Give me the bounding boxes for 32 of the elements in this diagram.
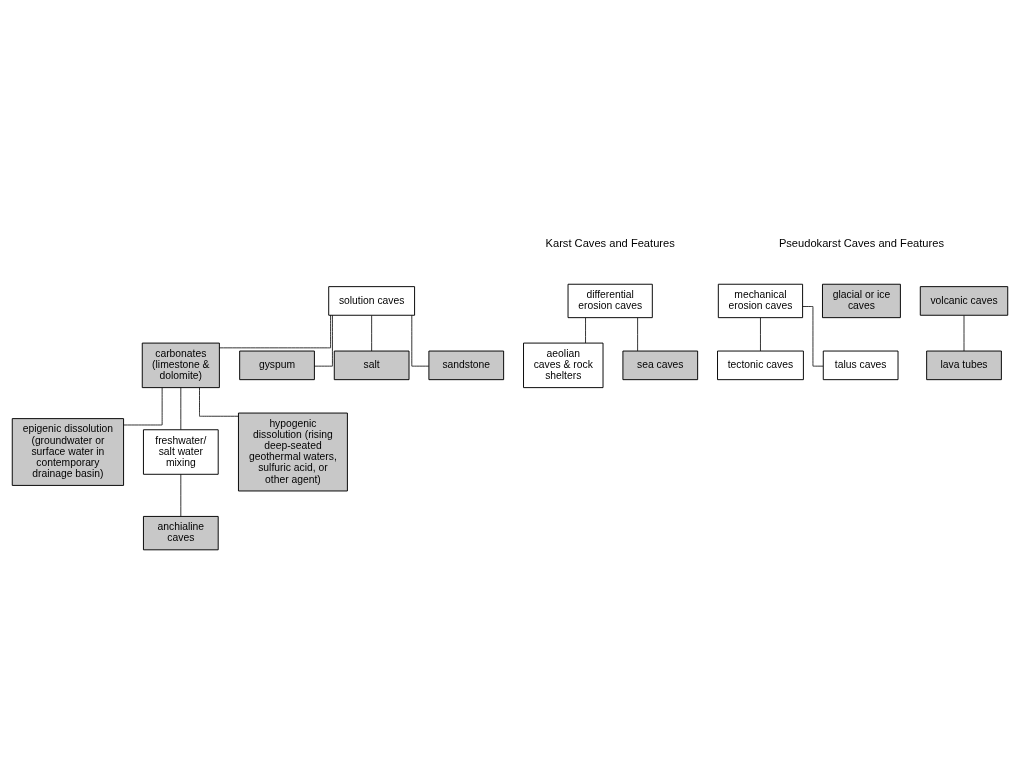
node-box: freshwater/ salt water mixing <box>142 429 219 475</box>
node-box: sandstone <box>427 350 504 381</box>
connector <box>313 315 333 367</box>
node-box: tectonic caves <box>716 350 804 381</box>
node-box: solution caves <box>327 286 415 316</box>
node-box: gyspum <box>238 350 315 381</box>
connector <box>370 315 372 352</box>
connector <box>636 317 638 352</box>
connector <box>122 387 163 426</box>
node-box: aeolian caves & rock shelters <box>522 342 603 389</box>
connector <box>179 474 181 517</box>
node-box: carbonates (limestone & dolomite) <box>141 342 220 389</box>
connector <box>584 317 586 344</box>
node-box: sea caves <box>621 350 698 381</box>
connector <box>198 387 239 417</box>
connector <box>963 315 964 352</box>
node-box: hypogenic dissolution (rising deep-seated geothermal waters, sulfuric acid, or other agent) <box>237 412 348 492</box>
connector <box>179 387 181 430</box>
node-box: talus caves <box>822 350 898 381</box>
node-box: differential erosion caves <box>567 283 653 319</box>
connector <box>410 315 429 367</box>
node-box: anchialine caves <box>142 515 219 551</box>
node-box: volcanic caves <box>919 286 1008 316</box>
node-box: mechanical erosion caves <box>717 283 803 319</box>
connector <box>759 317 761 352</box>
node-box: salt <box>333 350 409 381</box>
node-box: lava tubes <box>925 350 1002 381</box>
connector <box>218 314 331 349</box>
node-box: glacial or ice caves <box>821 283 901 319</box>
label: Pseudokarst Caves and Features <box>778 237 944 250</box>
label: Karst Caves and Features <box>545 237 675 250</box>
node-box: epigenic dissolution (groundwater or surface water in contemporary drainage basin) <box>11 418 124 486</box>
